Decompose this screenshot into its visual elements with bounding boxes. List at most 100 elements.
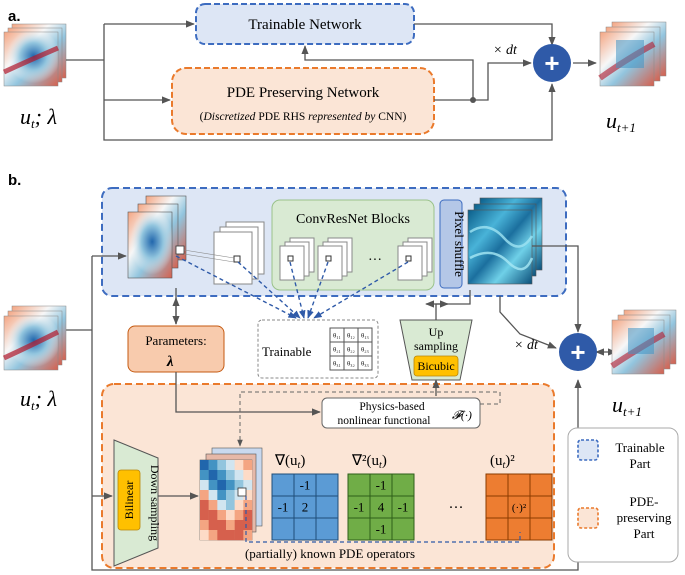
downsampled-pixel	[243, 470, 253, 481]
conv-layers	[213, 221, 265, 285]
input-field-stack-b	[2, 305, 67, 371]
downsampled-pixel	[243, 520, 253, 531]
resnet-block-2	[317, 237, 353, 281]
downsampled-pixel	[234, 470, 244, 481]
parameters-label: Parameters:	[145, 333, 206, 348]
downsampled-pixel	[200, 480, 209, 491]
laplacian-kernel-value: 4	[378, 500, 385, 515]
downsampled-pixel	[243, 530, 253, 541]
theta-kernel-value: θ₂₃	[361, 346, 369, 353]
downsampled-pixel	[217, 520, 227, 531]
legend-pde-3: Part	[634, 526, 655, 541]
laplacian-kernel-value: -1	[398, 500, 409, 515]
physics-label-1: Physics-based	[359, 401, 424, 413]
square-kernel-cell	[529, 495, 553, 519]
square-kernel-cell	[485, 473, 509, 497]
upsampling-label-2: sampling	[414, 339, 458, 353]
trainable-output-field	[467, 197, 543, 285]
grad-operator-label: ∇(ut)	[274, 453, 305, 471]
pde-network-title: PDE Preserving Network	[227, 85, 380, 101]
downsampled-pixel	[243, 460, 253, 471]
theta-kernel-value: θ₃₃	[361, 360, 369, 367]
grad-kernel-cell	[293, 517, 317, 541]
trainable-input-stack	[127, 195, 187, 279]
square-kernel-cell	[529, 517, 553, 541]
times-dt-b: × dt	[514, 338, 539, 353]
legend-pde-1: PDE-	[630, 494, 659, 509]
theta-kernel-value: θ₁₁	[333, 332, 341, 339]
downsampled-pixel	[217, 500, 227, 511]
bilinear-box	[117, 469, 141, 531]
laplacian-kernel-cell	[391, 473, 415, 497]
trainable-network-label: Trainable Network	[248, 17, 362, 33]
downsampled-pixel	[234, 510, 244, 521]
panel-a-input-label: ut; λ⃗	[20, 104, 74, 131]
physics-label-2: nonlinear functional	[338, 415, 431, 427]
downsampled-pixel	[200, 520, 209, 531]
downsampled-pixel	[226, 520, 235, 531]
pde-network-subtitle: (Discretized PDE RHS represented by CNN)	[200, 111, 407, 123]
laplacian-kernel-value: -1	[354, 500, 365, 515]
downsampled-pixel	[200, 510, 209, 521]
trainable-kernel-label: Trainable	[262, 344, 312, 359]
downsampling-label: Down sampling	[148, 465, 162, 541]
downsampled-pixel	[243, 480, 253, 491]
resnet-block-3	[397, 237, 433, 281]
downsampled-pixel	[226, 500, 235, 511]
square-kernel-cell	[485, 517, 509, 541]
known-operators-label: (partially) known PDE operators	[245, 546, 415, 561]
panel-b-input-label: ut; λ⃗	[20, 386, 74, 413]
downsampled-pixel	[234, 480, 244, 491]
laplacian-kernel-value: -1	[376, 522, 387, 537]
legend-pde-swatch	[577, 507, 599, 529]
theta-kernel-value: θ₁₂	[347, 332, 355, 339]
laplacian-operator-label: ∇²(ut)	[351, 453, 387, 471]
downsampled-pixel	[226, 530, 235, 541]
panel-a-connectors	[66, 20, 597, 141]
downsampled-pixel	[226, 490, 235, 501]
legend-trainable-swatch	[577, 439, 599, 461]
downsampled-pixel	[208, 500, 218, 511]
downsampled-pixel	[217, 460, 227, 471]
convresnet-label: ConvResNet Blocks	[296, 212, 410, 227]
square-kernel-cell	[507, 517, 531, 541]
downsampled-pixel	[226, 480, 235, 491]
laplacian-kernel-value: -1	[376, 478, 387, 493]
sum-symbol-b: +	[570, 337, 585, 367]
laplacian-kernel-cell	[347, 517, 371, 541]
theta-kernel-value: θ₁₃	[361, 332, 369, 339]
upsampling-label-1: Up	[429, 325, 444, 339]
downsampled-pixel	[217, 470, 227, 481]
physics-function-symbol: 𝓕(·)	[452, 408, 472, 422]
input-field-stack-a	[2, 23, 67, 87]
grad-kernel-cell	[315, 517, 339, 541]
downsampled-pixel	[208, 510, 218, 521]
downsampled-pixel	[226, 460, 235, 471]
parameters-lambda: λ⃗	[166, 354, 185, 370]
square-kernel-grid: (·)²	[485, 473, 553, 541]
downsampled-pixel	[243, 500, 253, 511]
square-kernel-value: (·)²	[512, 502, 527, 514]
downsampled-pixel	[226, 470, 235, 481]
laplacian-kernel-cell	[391, 517, 415, 541]
downsampled-pixel	[234, 460, 244, 471]
sum-node-b	[559, 333, 597, 371]
operators-ellipsis: ···	[449, 500, 464, 516]
panel-b-label: b.	[8, 172, 21, 189]
theta-kernel-value: θ₂₁	[333, 346, 341, 353]
downsampled-pixel	[208, 460, 218, 471]
downsampled-pixel	[226, 510, 235, 521]
grad-kernel-cell	[315, 473, 339, 497]
pde-preserving-network-box	[171, 67, 435, 135]
operator-link-dashed	[245, 496, 521, 543]
grad-kernel-cell	[315, 495, 339, 519]
physics-feedback-dashed	[237, 391, 501, 447]
pixel-shuffle-box	[439, 199, 463, 289]
downsampled-pixel	[208, 470, 218, 481]
panel-a-label: a.	[8, 8, 21, 25]
theta-kernel-cell	[357, 355, 373, 371]
